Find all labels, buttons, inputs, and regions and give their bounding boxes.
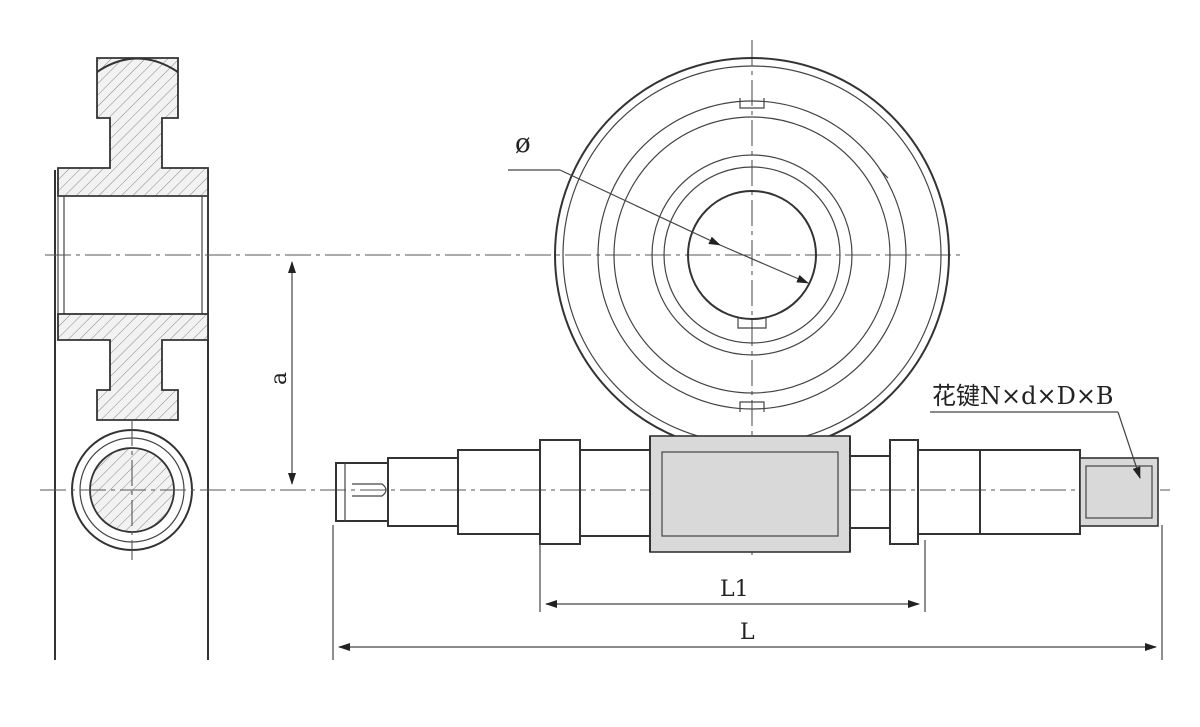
center-distance-label: a (267, 372, 292, 385)
diameter-label: ø (515, 129, 531, 159)
center-distance-dimension: a (267, 261, 296, 485)
worm-length-dimension: L1 (539, 540, 926, 612)
shaft-length-label: L (740, 620, 755, 645)
spline-note-label: 花键N×d×D×B (932, 382, 1114, 410)
left-section-view (54, 57, 209, 660)
worm-shaft (335, 435, 1159, 553)
shaft-length-dimension: L (332, 525, 1163, 660)
diameter-dimension: ø (508, 129, 809, 284)
spline-note: 花键N×d×D×B (930, 382, 1141, 479)
worm-length-label: L1 (720, 577, 749, 602)
